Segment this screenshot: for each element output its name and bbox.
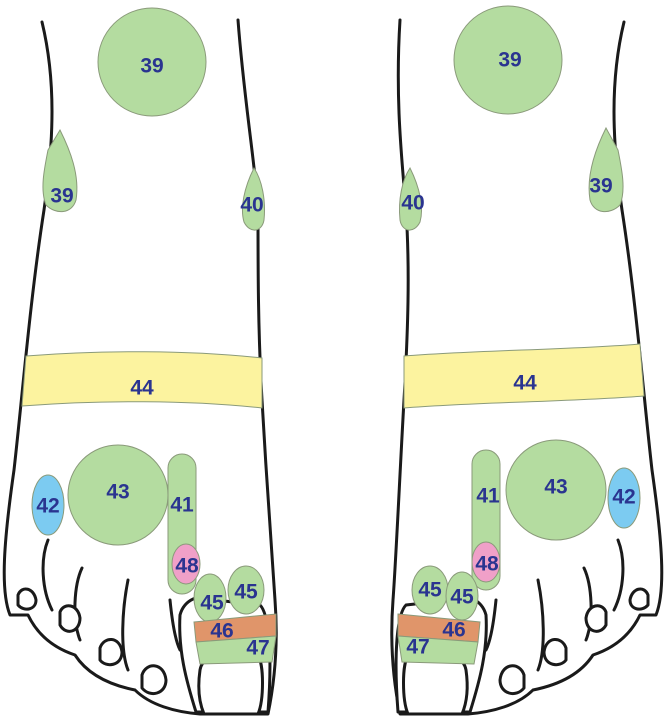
label-43: 43	[106, 481, 129, 504]
label-47: 47	[246, 637, 269, 660]
label-45b: 45	[234, 581, 258, 604]
label-45b: 45	[450, 586, 474, 609]
label-41: 41	[170, 494, 194, 517]
right-toenail	[500, 666, 524, 694]
left-foot: 39 39 40 44 43 42 41 48 45 45 46 47	[4, 8, 276, 714]
label-45a: 45	[200, 592, 224, 615]
label-48: 48	[475, 553, 499, 576]
label-39-side: 39	[589, 175, 612, 198]
left-toenail	[18, 589, 36, 609]
label-45a: 45	[418, 579, 442, 602]
label-42: 42	[612, 486, 635, 509]
label-43: 43	[544, 476, 567, 499]
right-toenail	[630, 589, 648, 609]
label-44: 44	[130, 377, 154, 400]
label-39-top: 39	[498, 49, 521, 72]
label-42: 42	[36, 495, 59, 518]
label-40: 40	[401, 192, 424, 215]
label-46: 46	[210, 620, 233, 643]
left-toenail	[60, 606, 80, 632]
label-40: 40	[240, 194, 263, 217]
left-toenail	[142, 666, 166, 694]
left-toenail	[100, 639, 122, 664]
label-41: 41	[476, 485, 500, 508]
right-foot: 39 39 40 44 43 42 41 48 45 45 46 47	[392, 6, 662, 714]
label-44: 44	[513, 372, 537, 395]
right-toenail	[586, 606, 606, 632]
label-47: 47	[406, 636, 429, 659]
label-39-side: 39	[50, 185, 73, 208]
label-39-top: 39	[140, 55, 163, 78]
label-48: 48	[175, 555, 199, 578]
right-toenail	[544, 639, 566, 664]
label-46: 46	[442, 619, 465, 642]
